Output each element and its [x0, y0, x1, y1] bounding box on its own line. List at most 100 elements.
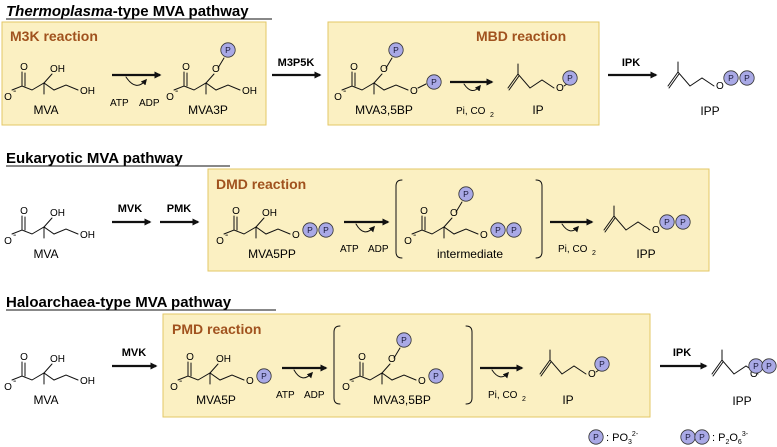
svg-text:OH: OH	[216, 354, 231, 365]
svg-text:O: O	[420, 206, 428, 217]
svg-text:O: O	[450, 208, 458, 219]
svg-text:O: O	[186, 352, 194, 363]
svg-text:OH: OH	[50, 64, 65, 75]
svg-text:O: O	[20, 206, 28, 217]
svg-text:OH: OH	[50, 208, 65, 219]
compound-label-mva35bp-3: MVA3,5BP	[373, 393, 431, 407]
compound-label-mva-3: MVA	[33, 393, 58, 407]
enzyme-ipk-1: IPK	[622, 57, 640, 69]
svg-text:OH: OH	[50, 354, 65, 365]
phosphate-circle	[302, 222, 318, 238]
legend-p-circle	[588, 429, 604, 445]
compound-label-mva5pp: MVA5PP	[248, 247, 296, 261]
phosphate-circle	[562, 70, 578, 86]
mbd-reaction-box	[327, 21, 600, 126]
dmd-reaction-label: DMD reaction	[216, 176, 306, 192]
phosphate-circle	[506, 222, 522, 238]
mva35bp-structure-row3: O O - O O	[342, 347, 426, 393]
svg-text:-: -	[343, 86, 346, 97]
mva-structure-row1: O O - OH OH	[4, 62, 95, 103]
svg-text:OH: OH	[80, 376, 95, 387]
phosphate-circle	[675, 214, 691, 230]
enzyme-pmk: PMK	[167, 203, 192, 215]
svg-text:O: O	[170, 382, 178, 393]
svg-text:O: O	[4, 382, 12, 393]
svg-text:O: O	[480, 230, 488, 241]
svg-text:-: -	[175, 86, 178, 97]
legend-pp-text: : P2O63-	[712, 431, 749, 446]
svg-text:ADP: ADP	[139, 98, 160, 109]
phosphate-circle	[490, 222, 506, 238]
svg-text:2: 2	[490, 112, 494, 119]
m3k-reaction-box	[1, 21, 267, 126]
mva3p-structure: O O - O OH	[166, 57, 257, 103]
svg-text:OH: OH	[80, 230, 95, 241]
phosphate-circle	[318, 222, 334, 238]
svg-text:O: O	[182, 62, 190, 73]
ipp-structure-row1: O	[667, 61, 724, 92]
svg-text:ATP: ATP	[276, 390, 295, 401]
svg-text:O: O	[652, 225, 660, 236]
svg-text:Pi, CO: Pi, CO	[488, 390, 518, 401]
svg-text:-: -	[13, 230, 16, 241]
svg-text:O: O	[410, 86, 418, 97]
svg-text:O: O	[750, 369, 758, 380]
svg-text:OH: OH	[262, 208, 277, 219]
compound-label-mva35bp-1: MVA3,5BP	[355, 103, 413, 117]
svg-text:-: -	[225, 230, 228, 241]
m3k-reaction-label: M3K reaction	[10, 28, 98, 44]
svg-text:O: O	[166, 92, 174, 103]
mva5pp-structure: O O - OH O	[216, 206, 300, 247]
svg-text:Pi, CO: Pi, CO	[456, 106, 486, 117]
legend-p-text: : PO32-	[606, 431, 639, 446]
svg-text:O: O	[212, 64, 220, 75]
legend: : PO32- : P2O63-	[588, 429, 749, 446]
svg-text:O: O	[232, 206, 240, 217]
legend-pp-circle-2	[694, 429, 710, 445]
compound-label-ip-1: IP	[532, 103, 543, 117]
compound-label-ipp-1: IPP	[700, 104, 719, 118]
mva5p-structure: O O - OH O	[170, 352, 254, 393]
phosphate-circle	[388, 42, 404, 58]
svg-text:ADP: ADP	[368, 244, 389, 255]
svg-text:O: O	[246, 376, 254, 387]
compound-label-ip-3: IP	[562, 393, 573, 407]
section-title-haloarchaea: Haloarchaea-type MVA pathway	[6, 294, 232, 311]
phosphate-circle	[396, 332, 412, 348]
compound-label-mva-2: MVA	[33, 247, 58, 261]
enzyme-ipk-2: IPK	[673, 347, 691, 359]
phosphate-circle	[594, 356, 610, 372]
svg-text:2: 2	[522, 396, 526, 403]
svg-text:-: -	[179, 376, 182, 387]
svg-text:-: -	[413, 230, 416, 241]
phosphate-circle	[761, 358, 777, 374]
svg-text:Pi, CO: Pi, CO	[558, 244, 588, 255]
compound-label-mva5p: MVA5P	[196, 393, 236, 407]
svg-text:O: O	[20, 62, 28, 73]
svg-text:O: O	[358, 352, 366, 363]
svg-text:O: O	[334, 92, 342, 103]
svg-text:ADP: ADP	[304, 390, 325, 401]
svg-text:O: O	[716, 81, 724, 92]
svg-text:-: -	[13, 86, 16, 97]
svg-text:O: O	[4, 92, 12, 103]
phosphate-circle	[426, 74, 442, 90]
pmd-reaction-box	[162, 313, 651, 418]
mva-structure-row3: O O - OH OH	[4, 352, 95, 393]
svg-text:2: 2	[592, 250, 596, 257]
svg-text:O: O	[404, 236, 412, 247]
compound-label-mva3p: MVA3P	[188, 103, 228, 117]
svg-text:O: O	[342, 382, 350, 393]
compound-label-ipp-3: IPP	[732, 394, 751, 408]
phosphate-circle	[428, 368, 444, 384]
phosphate-circle	[256, 368, 272, 384]
svg-text:O: O	[216, 236, 224, 247]
svg-text:O: O	[418, 376, 426, 387]
phosphate-circle	[748, 358, 764, 374]
svg-text:O: O	[350, 62, 358, 73]
svg-text:O: O	[4, 236, 12, 247]
phosphate-circle	[220, 42, 236, 58]
legend-pp-circle-1	[680, 429, 696, 445]
svg-text:O: O	[388, 354, 396, 365]
